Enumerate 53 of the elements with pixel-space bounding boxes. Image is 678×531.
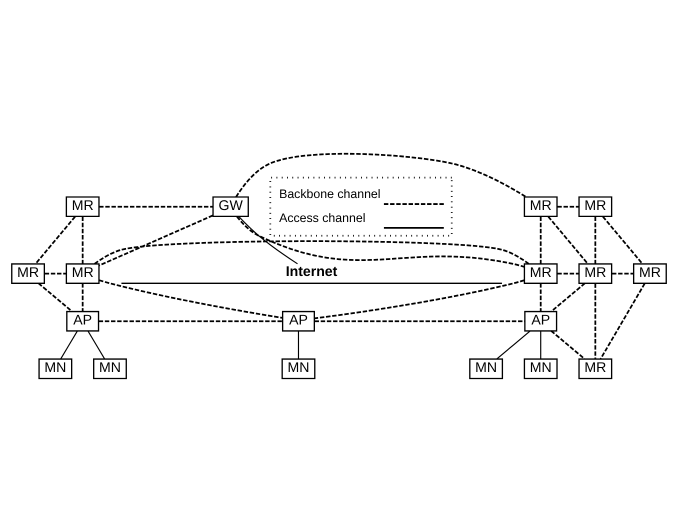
connector [557,272,580,274]
connector [557,205,580,208]
connector [60,330,78,359]
node-box: MR [524,196,558,217]
connector [87,330,106,359]
legend-label: Access channel [279,210,366,224]
node-box: MR [632,262,667,284]
connector [34,216,76,264]
connector [235,152,527,198]
node-box: MN [38,358,72,379]
node-box: MN [524,358,558,379]
connector [236,216,525,268]
connector [82,282,84,311]
connector [594,282,596,358]
connector [540,216,542,264]
connector [44,272,66,274]
node-box: MR [11,262,46,284]
connector [98,278,283,318]
connector [98,320,282,322]
legend-label: Backbone channel [279,186,381,201]
node-box: MR [578,262,612,284]
connector [540,282,542,311]
connector [550,330,586,359]
node-box: MR [578,196,612,217]
connector [98,214,214,266]
connector [238,216,298,264]
connector [612,272,634,274]
node-box: MR [66,196,100,217]
connector [540,330,542,358]
node-box: MN [282,358,316,379]
connector [594,216,596,264]
node-box: AP [524,310,558,332]
connector [99,205,213,208]
connector [602,216,644,264]
node-box: MR [578,358,612,379]
connector [314,320,525,322]
node-box: MN [469,358,504,379]
connector [600,282,646,359]
connector [82,216,84,264]
node-box: GW [212,196,249,217]
connector [314,278,525,319]
connector [551,282,586,312]
connector [496,330,531,359]
node-text: Internet [286,262,338,279]
connector [548,216,588,264]
connector [298,330,300,358]
connector [38,282,72,312]
node-box: AP [282,310,315,332]
node-box: AP [66,310,100,332]
node-box: MN [93,358,127,379]
node-box: MR [524,262,558,284]
node-box: MR [66,262,100,284]
connector [94,240,530,264]
